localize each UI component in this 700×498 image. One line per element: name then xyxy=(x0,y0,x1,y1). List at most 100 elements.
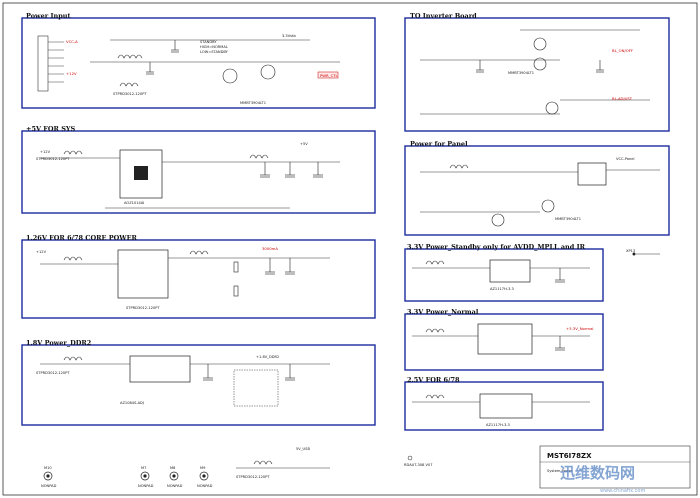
mount-sub-label: NONPAD xyxy=(197,484,213,488)
v25-block: 2.5V FOR 6/78 AZ1117H-3.3 xyxy=(404,376,604,431)
power-input-block: Power Input VCC-A +12V STPRD3012-120PT S… xyxy=(21,12,376,109)
net-normal: +3.3V_Normal xyxy=(566,326,593,331)
net-5v: +5V xyxy=(300,142,308,146)
ldo-label: AZ1117H-3.3 xyxy=(490,287,514,291)
watermark-url: www.chinafix.com xyxy=(600,488,645,494)
block-frame xyxy=(404,381,604,431)
net-vcc-panel: VCC-Panel xyxy=(616,157,634,161)
high-normal-label: HIGH=NORMAL xyxy=(200,45,228,49)
inductor-symbol xyxy=(249,154,269,159)
transistor-symbol xyxy=(533,37,547,51)
ic-u6 xyxy=(129,355,191,383)
panel-block: Power for Panel VCC-Panel MMBT3904LT1 xyxy=(404,140,670,236)
block-frame xyxy=(404,248,604,302)
block-frame xyxy=(21,130,376,214)
mount-hole xyxy=(199,471,209,481)
mount-label: M9 xyxy=(200,466,206,470)
transistor-label: MMBT3904LT1 xyxy=(240,101,266,105)
mount-sub-label: NONPAD xyxy=(138,484,154,488)
connector-xp6 xyxy=(37,35,49,92)
standby-block: 3.3V Power_Standby only for AVDD_MPLL an… xyxy=(404,243,604,302)
ldo-label: AZ1117H-3.3 xyxy=(486,423,510,427)
net-12v: +12V xyxy=(40,150,51,154)
net-ddr2: +1.8V_DDR2 xyxy=(256,355,279,359)
transistor-symbol xyxy=(260,64,276,80)
mount-label: M10 xyxy=(44,466,52,470)
block-frame xyxy=(21,17,376,109)
mount-hole xyxy=(169,471,179,481)
transistor-symbol xyxy=(545,101,559,115)
block-title: Power Input xyxy=(26,12,71,20)
block-frame xyxy=(21,344,376,426)
mount-hole-core xyxy=(172,474,176,478)
core-block: 1.26V FOR 6/78 CORE POWER 3000mA +12V ST… xyxy=(21,234,376,319)
ic-standby-ldo xyxy=(489,259,531,283)
mount-sub-label: NONPAD xyxy=(167,484,183,488)
block-title: 3.3V Power_Standby only for AVDD_MPLL an… xyxy=(407,243,586,251)
ddr2-block: 1.8V Power_DDR2 +1.8V_DDR2 AZ1084S-ADJ S… xyxy=(21,339,376,426)
company-text: RDAUT-308 V07 xyxy=(404,463,432,467)
ic-pad xyxy=(134,166,148,180)
current-note: 3000mA xyxy=(262,246,278,251)
ic-u9-label: AOZ1014AI xyxy=(124,201,144,205)
net-vcc-a: VCC-A xyxy=(66,39,78,44)
inductor-symbol xyxy=(63,356,83,361)
transistor-symbol xyxy=(541,199,555,213)
net-pwr-ctl: PWR_CTL xyxy=(320,73,339,78)
title-frame xyxy=(539,445,691,489)
inductor-symbol xyxy=(425,260,445,265)
pwr-ctl-tag xyxy=(317,71,339,79)
mount-hole xyxy=(43,471,53,481)
net-12v: +12V xyxy=(66,71,77,76)
standby-label: STANDBY xyxy=(200,40,217,44)
mount-label: M8 xyxy=(170,466,176,470)
inductor-symbol xyxy=(63,150,83,155)
subtitle-text: System Power xyxy=(547,469,573,473)
normal33-block: 3.3V Power_Normal +3.3V_Normal xyxy=(404,308,604,371)
block-frame xyxy=(21,239,376,319)
usb-power: 5V_USB STPRD3012-120PT xyxy=(236,447,330,479)
block-title: 3.3V Power_Normal xyxy=(407,308,479,316)
inductor-label: STPRD3012-120PT xyxy=(36,371,70,375)
mount-hole-core xyxy=(143,474,147,478)
ic-panel-switch xyxy=(577,162,607,186)
block-title: 1.26V FOR 6/78 CORE POWER xyxy=(26,234,138,242)
block-frame xyxy=(404,17,670,132)
block-title: 2.5V FOR 6/78 xyxy=(407,376,460,384)
title-text: MST6I78ZX xyxy=(547,452,592,460)
inverter-block: TO Inverter Board BL_ON/OFF BL-ADJUST MM… xyxy=(404,12,670,132)
mount-hole xyxy=(140,471,150,481)
block-frame xyxy=(404,145,670,236)
sys5v-block: +5V FOR SYS AOZ1014AI +12V +5V STPRD3012… xyxy=(21,125,376,214)
inductor-symbol xyxy=(189,250,209,255)
block-title: 1.8V Power_DDR2 xyxy=(26,339,91,347)
inductor-symbol xyxy=(425,328,445,333)
net-bl-adjust: BL-ADJUST xyxy=(612,96,633,101)
mount-hole-core xyxy=(46,474,50,478)
transistor-symbol xyxy=(491,213,505,227)
watermark-text: 迅维数码网 xyxy=(560,464,635,482)
cap-bank xyxy=(233,369,279,407)
transistor-symbol xyxy=(533,57,547,71)
title-block: MST6I78ZX System Power RDAUT-308 V07 迅维数… xyxy=(404,445,691,494)
ic-25v-ldo xyxy=(479,393,533,419)
inductor-label: STPRD3012-120PT xyxy=(113,92,147,96)
net-12v: +12V xyxy=(36,250,47,254)
mount-hole-core xyxy=(202,474,206,478)
net-usb: 5V_USB xyxy=(296,447,310,451)
inductor-symbol xyxy=(253,460,273,465)
ic-core-reg xyxy=(117,249,169,299)
inductor-label: STPRD3012-120PT xyxy=(236,475,270,479)
inductor-symbol xyxy=(119,82,139,87)
transistor-label: MMBT3904LT1 xyxy=(555,217,581,221)
ic-u6-label: AZ1084S-ADJ xyxy=(120,401,144,405)
xp13-label: XP13 xyxy=(626,249,635,253)
block-title: +5V FOR SYS xyxy=(26,125,76,133)
inductor-label: STPRD3012-120PT xyxy=(36,157,70,161)
inductor-label: STPRD3012-120PT xyxy=(126,306,160,310)
mount-label: M7 xyxy=(141,466,146,470)
inductor-symbol xyxy=(63,256,83,261)
mount-sub-label: NONPAD xyxy=(41,484,57,488)
